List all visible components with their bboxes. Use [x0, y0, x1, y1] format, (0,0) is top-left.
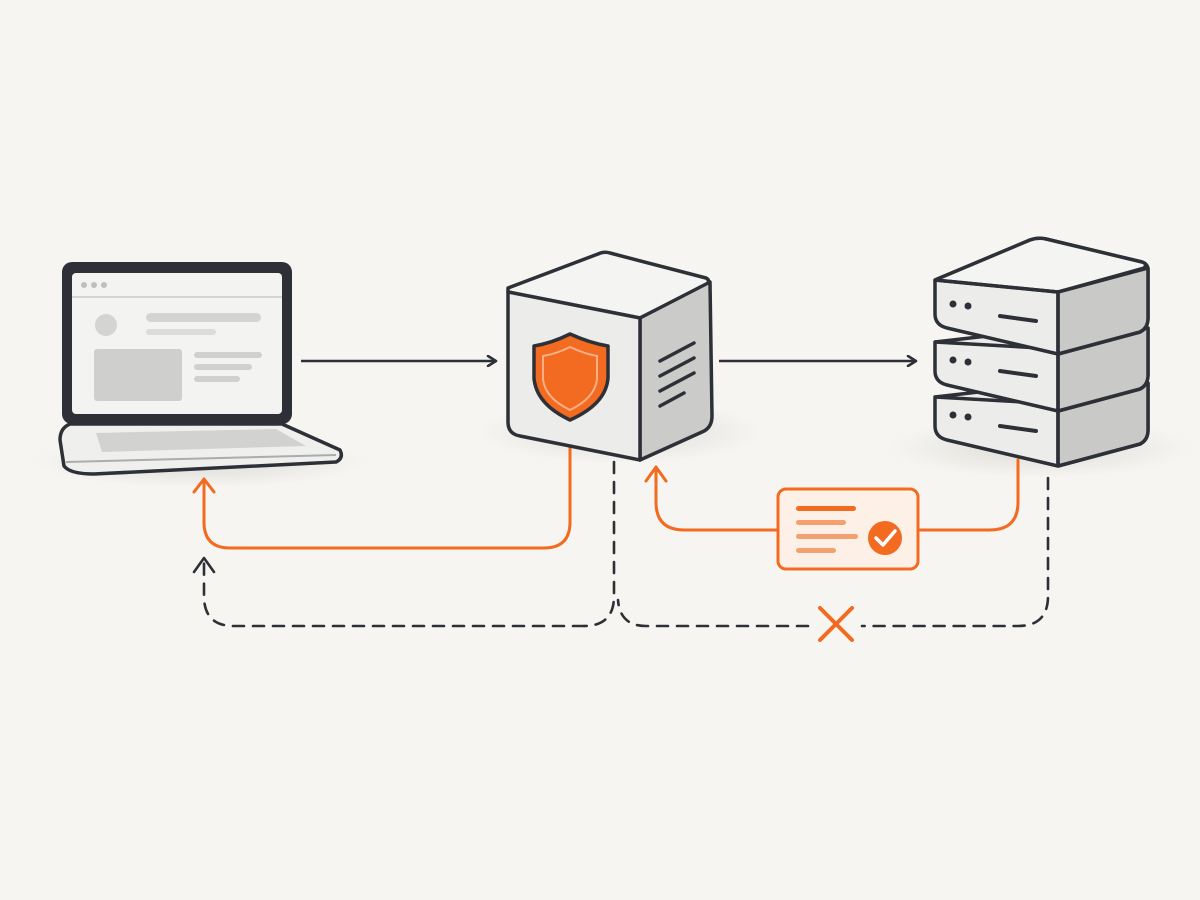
card-line-3 — [796, 534, 858, 539]
dashed-gateway-branch — [582, 460, 616, 628]
server-unit-3 — [933, 381, 1150, 468]
card-line-1 — [796, 506, 856, 511]
server-stack-icon — [933, 236, 1150, 468]
arrow-server-to-gateway-approved — [644, 458, 1020, 532]
shield-icon — [532, 332, 610, 422]
vent-lines — [658, 341, 696, 408]
card-line-4 — [796, 548, 836, 553]
gateway-box — [506, 250, 714, 462]
server-unit-2 — [933, 326, 1150, 413]
arrow-gateway-to-client-response — [192, 446, 572, 550]
check-circle-icon — [868, 521, 902, 555]
keyboard-area — [96, 429, 306, 452]
x-mark-icon — [818, 606, 854, 642]
approved-response-card — [776, 487, 920, 571]
image-placeholder — [94, 349, 182, 401]
server-unit-1 — [933, 236, 1150, 356]
avatar-placeholder — [95, 314, 117, 336]
dashed-server-to-client-blocked — [192, 476, 1050, 628]
laptop-icon — [58, 262, 344, 476]
card-line-2 — [796, 520, 846, 525]
